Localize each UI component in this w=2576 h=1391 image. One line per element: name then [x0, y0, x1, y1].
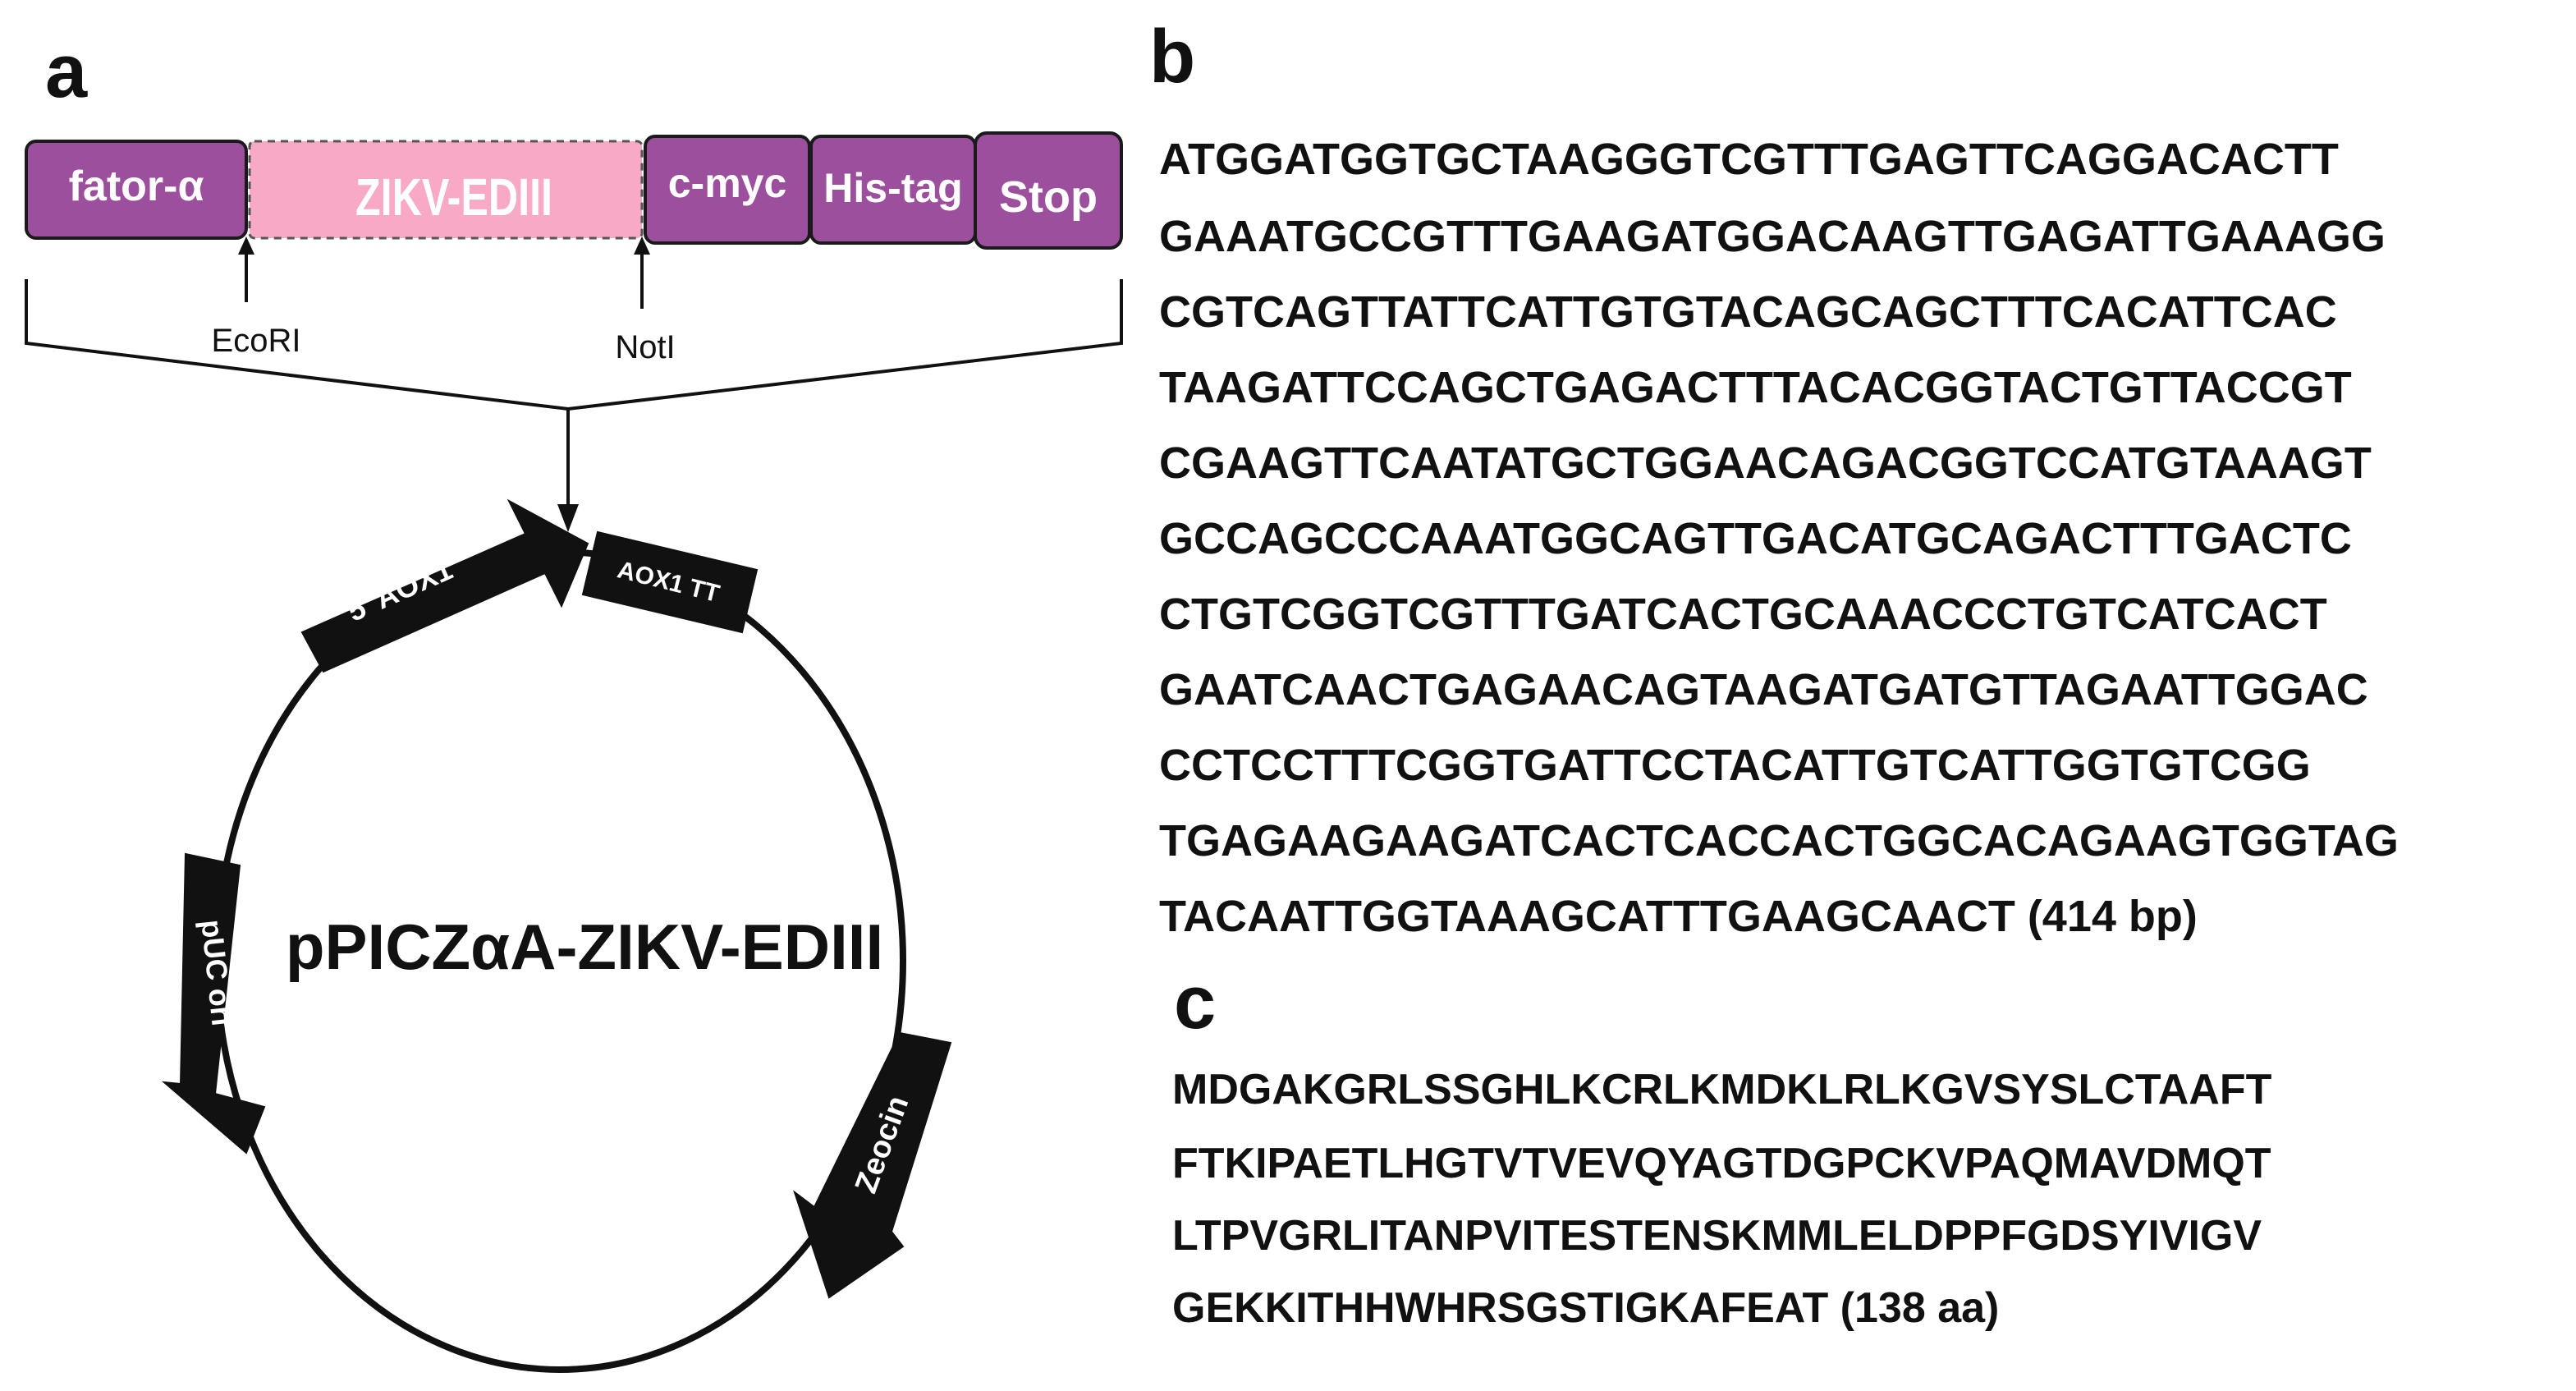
dna-sequence-line: CTGTCGGTCGTTTGATCACTGCAAACCCTGTCATCACT	[1159, 590, 2327, 639]
dna-sequence-line: CCTCCTTTCGGTGATTCCTACATTGTCATTGGTGTCGG	[1159, 741, 2311, 790]
dna-sequence-line: GAAATGCCGTTTGAAGATGGACAAGTTGAGATTGAAAGG	[1159, 212, 2386, 261]
segment-label-his-tag: His-tag	[823, 165, 962, 211]
ecori-label: EcoRI	[212, 323, 301, 359]
dna-sequence-line: CGAAGTTCAATATGCTGGAACAGACGGTCCATGTAAAGT	[1159, 438, 2372, 488]
dna-sequence-line: TACAATTGGTAAAGCATTTGAAGCAACT (414 bp)	[1159, 892, 2198, 941]
dna-sequence-line: GCCAGCCCAAATGGCAGTTGACATGCAGACTTTGACTC	[1159, 514, 2352, 563]
noti-arrowhead	[634, 236, 650, 255]
protein-sequence-line: MDGAKGRLSSGHLKCRLKMDKLRLKGVSYSLCTAAFT	[1172, 1066, 2272, 1113]
ecori-arrowhead	[238, 236, 254, 255]
segment-label-signal: fator-α	[69, 163, 204, 210]
protein-sequence-line: GEKKITHHWHRSGSTIGKAFEAT (138 aa)	[1172, 1284, 1999, 1332]
dna-sequence-line: CGTCAGTTATTCATTGTGTACAGCAGCTTTCACATTCAC	[1159, 287, 2337, 337]
segment-c-myc: c-myc	[644, 135, 811, 245]
restriction-site-noti: NotI	[615, 236, 676, 365]
insertion-arrowhead	[557, 504, 579, 532]
segment-label-c-myc: c-myc	[668, 160, 787, 206]
feature-puc-ori: pUC ori	[161, 852, 266, 1155]
segment-signal-peptide: fator-α	[25, 140, 248, 240]
panel-label-c: c	[1174, 961, 1216, 1044]
protein-sequence-line: FTKIPAETLHGTVTVEVQYAGTDGPCKVPAQMAVDMQT	[1172, 1140, 2271, 1187]
feature-aox1-tt: AOX1 TT	[581, 530, 759, 634]
dna-sequence-line: GAATCAACTGAGAACAGTAAGATGATGTTAGAATTGGAC	[1159, 665, 2368, 714]
feature-5-aox1: 5' AOX1	[300, 498, 589, 673]
panel-label-a: a	[45, 30, 88, 113]
dna-sequence-line: TGAGAAGAAGATCACTCACCACTGGCACAGAAGTGGTAG	[1159, 816, 2399, 865]
plasmid-name: pPICZαA-ZIKV-EDIII	[286, 911, 883, 983]
noti-label: NotI	[615, 329, 675, 365]
restriction-site-ecori: EcoRI	[212, 236, 301, 359]
dna-sequence-line: TAAGATTCCAGCTGAGACTTTACACGGTACTGTTACCGT	[1159, 363, 2352, 412]
insertion-bracket	[25, 279, 1123, 509]
segment-stop: Stop	[974, 131, 1123, 250]
segment-insert: ZIKV-EDIII	[248, 140, 644, 240]
panel-label-b: b	[1149, 15, 1195, 99]
construct-map: fator-α ZIKV-EDIII c-myc His-tag Stop	[25, 131, 1123, 250]
protein-sequence: MDGAKGRLSSGHLKCRLKMDKLRLKGVSYSLCTAAFT FT…	[1172, 1066, 2272, 1332]
plasmid-map: 5' AOX1 AOX1 TT pUC ori Zeocin pPICZαA-Z…	[161, 498, 952, 1373]
feature-zeocin: Zeocin	[793, 1031, 952, 1299]
segment-label-stop: Stop	[999, 172, 1098, 222]
segment-his-tag: His-tag	[809, 135, 977, 245]
protein-sequence-line: LTPVGRLITANPVITESTENSKMMLELDPPFGDSYIVIGV	[1172, 1212, 2262, 1260]
dna-sequence: ATGGATGGTGCTAAGGGTCGTTTGAGTTCAGGACACTT G…	[1159, 135, 2399, 941]
dna-sequence-line: ATGGATGGTGCTAAGGGTCGTTTGAGTTCAGGACACTT	[1159, 135, 2339, 184]
segment-label-insert: ZIKV-EDIII	[355, 168, 552, 227]
